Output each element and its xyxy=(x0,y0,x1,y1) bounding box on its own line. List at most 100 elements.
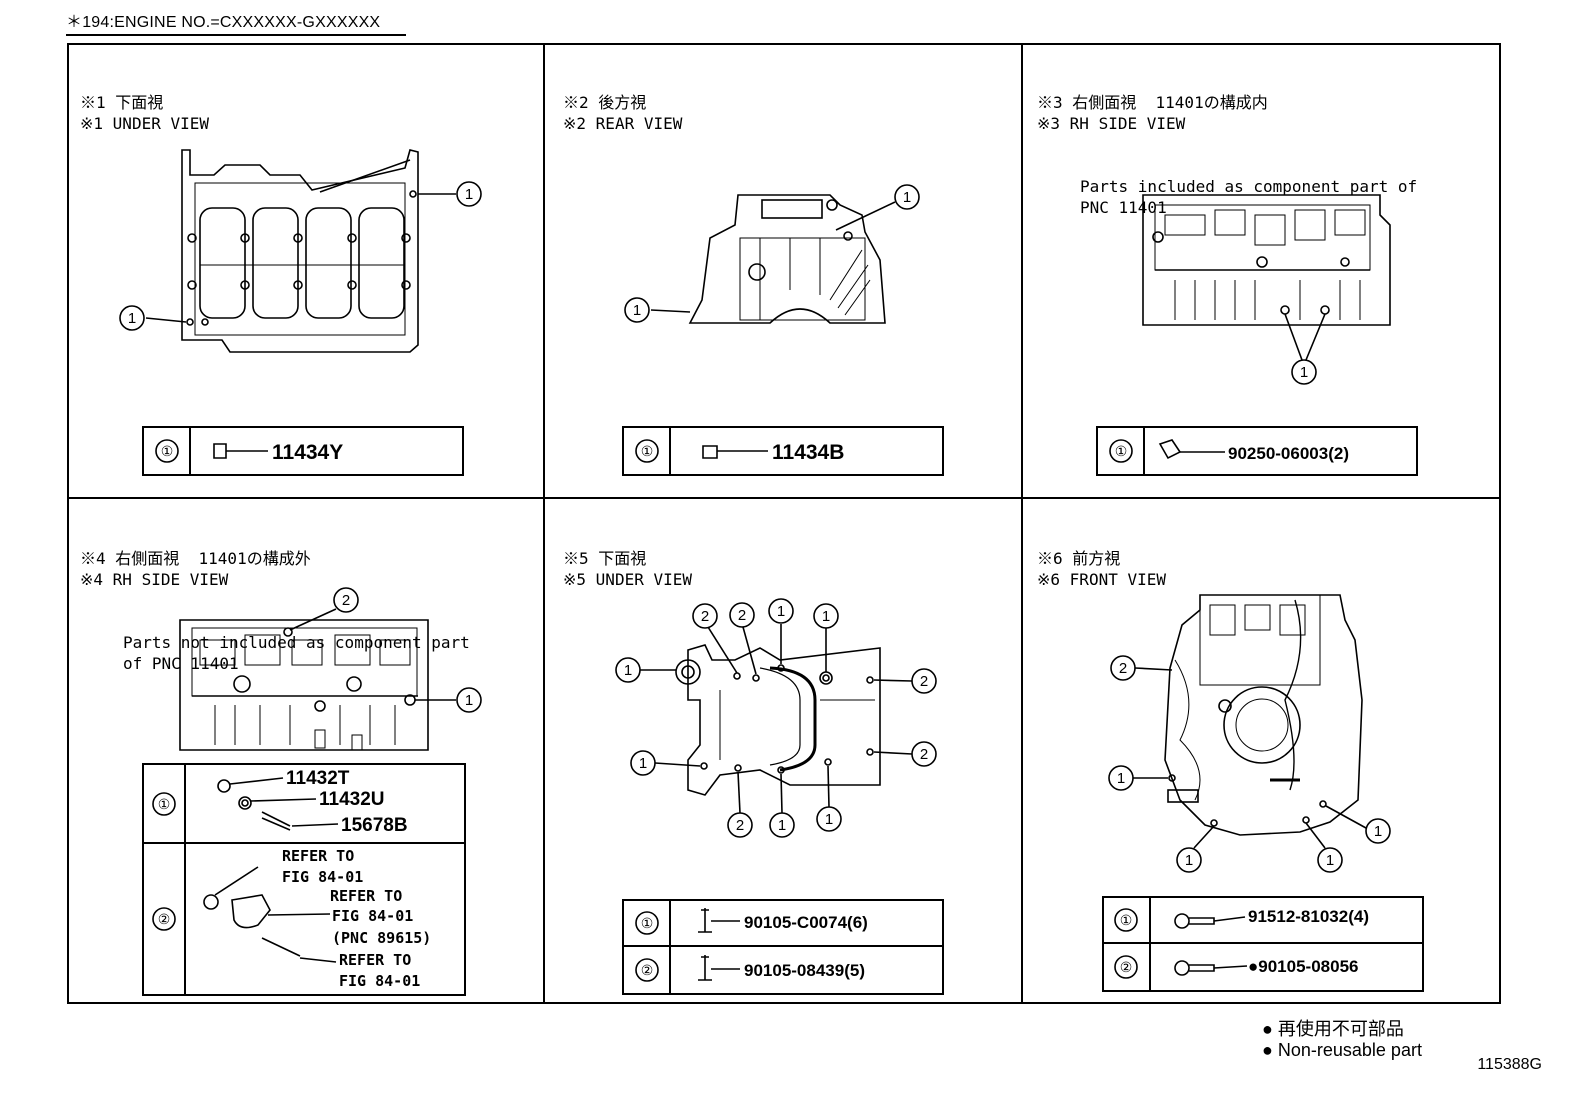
row-number: ① xyxy=(161,443,174,459)
callout-1 xyxy=(456,181,482,207)
row-number: ① xyxy=(1115,443,1128,459)
panel-1-parts-table xyxy=(142,426,464,476)
callout-1 xyxy=(630,750,656,776)
callout-number: 1 xyxy=(465,692,473,709)
row-number: ② xyxy=(158,911,171,927)
callout-number: 1 xyxy=(903,189,911,206)
callout-number: 1 xyxy=(128,310,136,327)
panel-5-parts-table xyxy=(622,899,944,995)
callout-number: 1 xyxy=(825,811,833,828)
figure-number: 115388G xyxy=(1477,1056,1542,1073)
refer-text: REFER TO xyxy=(339,951,411,969)
callout-number: 2 xyxy=(736,817,744,834)
refer-text: FIG 84-01 xyxy=(339,972,420,990)
panel-4-parts-table xyxy=(142,763,466,996)
panel-6-parts-table xyxy=(1102,896,1424,992)
callout-number: 1 xyxy=(777,603,785,620)
callout-number: 1 xyxy=(1300,364,1308,381)
row-number: ① xyxy=(641,443,654,459)
row-number: ① xyxy=(1120,912,1133,928)
part-number: 15678B xyxy=(341,815,408,836)
part-number: 90105-C0074(6) xyxy=(744,913,868,932)
callout-2 xyxy=(1110,655,1136,681)
grid-divider xyxy=(543,45,545,1002)
callout-number: 1 xyxy=(624,662,632,679)
panel-3-caption: ※3 右側面視 11401の構成内※3 RH SIDE VIEW Parts i… xyxy=(1037,93,1418,217)
panel-6-front-view-drawing xyxy=(1108,594,1391,873)
refer-text: REFER TO xyxy=(330,887,402,905)
callout-number: 1 xyxy=(639,755,647,772)
callout-number: 1 xyxy=(778,817,786,834)
callout-number: 1 xyxy=(1326,852,1334,869)
refer-text: REFER TO xyxy=(282,847,354,865)
part-number: 11434Y xyxy=(272,441,343,464)
engine-number-header: ＊194:ENGINE NO.=CXXXXXX-GXXXXXX xyxy=(66,14,381,31)
callout-1 xyxy=(1291,359,1317,385)
callout-number: 1 xyxy=(822,608,830,625)
callout-1 xyxy=(768,598,794,624)
callout-1 xyxy=(456,687,482,713)
row-number: ① xyxy=(641,915,654,931)
legend-non-reusable-en: ● Non-reusable part xyxy=(1262,1040,1422,1060)
callout-1 xyxy=(816,806,842,832)
callout-2 xyxy=(333,587,359,613)
callout-1 xyxy=(1108,765,1134,791)
panel-4-rh-side-view-drawing xyxy=(179,587,482,751)
part-number: 90105-08439(5) xyxy=(744,961,865,980)
refer-text: (PNC 89615) xyxy=(332,929,431,947)
part-number: 11434B xyxy=(772,441,844,464)
legend-non-reusable-jp: ● 再使用不可部品 xyxy=(1262,1019,1404,1039)
row-number: ② xyxy=(1120,959,1133,975)
callout-1 xyxy=(769,812,795,838)
callout-numbers: 1 1 1 1 1 1 2 1 2 2 1 1 2 2 1 2 1 1 2 1 … xyxy=(128,186,1382,869)
panel-2-rear-view-drawing xyxy=(624,184,920,324)
panel-5-caption: ※5 下面視※5 UNDER VIEW xyxy=(563,549,692,589)
callout-1 xyxy=(813,603,839,629)
part-number: 11432U xyxy=(319,789,385,810)
callout-2 xyxy=(727,812,753,838)
grid-divider xyxy=(1021,45,1023,1002)
panel-3-parts-table xyxy=(1096,426,1418,476)
callout-number: 1 xyxy=(465,186,473,203)
callout-number: 1 xyxy=(1185,852,1193,869)
callout-2 xyxy=(911,668,937,694)
panel-1-caption: ※1 下面視※1 UNDER VIEW xyxy=(80,93,209,133)
grid-divider xyxy=(69,497,1499,499)
callout-2 xyxy=(729,602,755,628)
panel-5-under-view-drawing xyxy=(615,598,937,838)
callout-2 xyxy=(911,741,937,767)
callout-number: 2 xyxy=(1119,660,1127,677)
callout-1 xyxy=(615,657,641,683)
panel-1-under-view-drawing xyxy=(119,149,482,353)
callout-number: 2 xyxy=(701,608,709,625)
callout-1 xyxy=(894,184,920,210)
panel-4-caption: ※4 右側面視 11401の構成外※4 RH SIDE VIEW Parts n… xyxy=(80,549,470,673)
part-number: 11432T xyxy=(286,768,350,789)
part-number: 90250-06003(2) xyxy=(1228,444,1349,463)
callout-1 xyxy=(1317,847,1343,873)
row-number: ② xyxy=(641,962,654,978)
callout-2 xyxy=(692,603,718,629)
callout-number: 2 xyxy=(342,592,350,609)
part-number: 91512-81032(4) xyxy=(1248,907,1369,926)
header-underline xyxy=(66,34,406,36)
callout-number: 1 xyxy=(1117,770,1125,787)
refer-text: FIG 84-01 xyxy=(282,868,363,886)
callout-number: 2 xyxy=(738,607,746,624)
callout-number: 1 xyxy=(633,302,641,319)
panel-6-caption: ※6 前方視※6 FRONT VIEW xyxy=(1037,549,1166,589)
callout-number: 2 xyxy=(920,746,928,763)
callout-1 xyxy=(1365,818,1391,844)
row-number: ① xyxy=(158,796,171,812)
part-table-text: ① ① ① ① ② ① ② ① ② 11434Y 11434B 90250-06… xyxy=(158,441,1369,990)
callout-1 xyxy=(624,297,650,323)
parts-diagram-grid xyxy=(67,43,1501,1004)
callout-1 xyxy=(119,305,145,331)
panel-2-parts-table xyxy=(622,426,944,476)
panel-2-caption: ※2 後方視※2 REAR VIEW xyxy=(563,93,683,133)
refer-text: FIG 84-01 xyxy=(332,907,413,925)
panel-3-rh-side-view-drawing xyxy=(1142,194,1391,385)
callout-number: 1 xyxy=(1374,823,1382,840)
part-number: ●90105-08056 xyxy=(1248,957,1358,976)
